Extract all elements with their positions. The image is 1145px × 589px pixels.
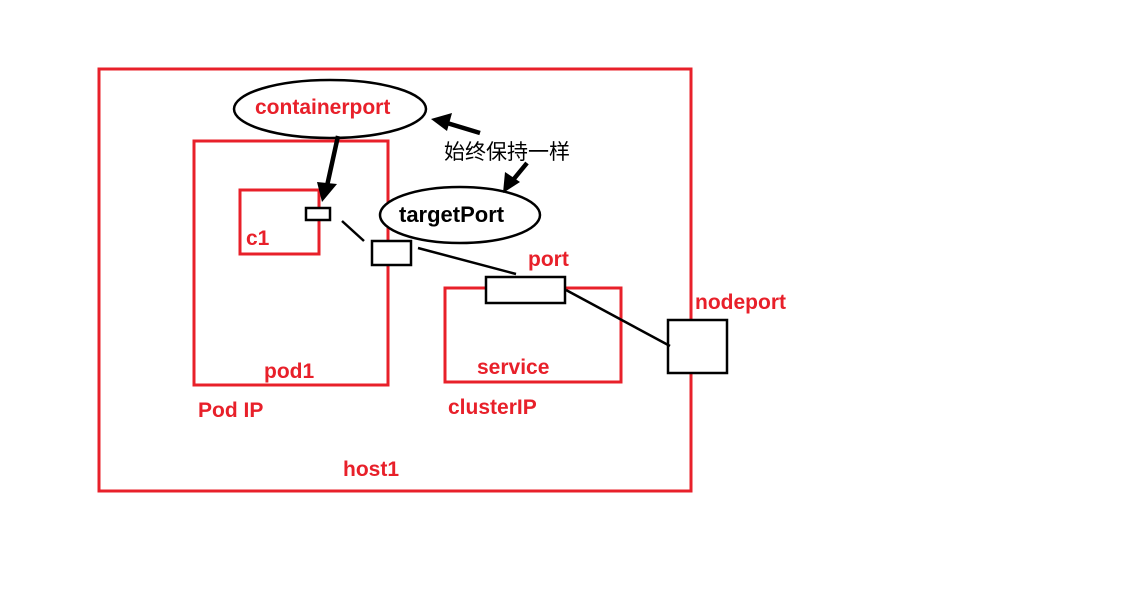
port-label: port bbox=[528, 248, 569, 271]
c1-box bbox=[238, 188, 321, 256]
arrow-to-containerport-box bbox=[324, 135, 341, 187]
containerport-label: containerport bbox=[255, 96, 391, 119]
pod1-box bbox=[192, 139, 390, 387]
arrowhead-containerport-box bbox=[317, 182, 337, 202]
arrow-to-containerport-ellipse bbox=[446, 120, 481, 136]
host1-label: host1 bbox=[343, 458, 400, 481]
arrowhead-containerport-ellipse bbox=[431, 113, 452, 131]
c1-label: c1 bbox=[246, 227, 270, 250]
cluster-ip-label: clusterIP bbox=[448, 396, 537, 419]
containerport-port-box bbox=[304, 206, 332, 222]
containerport-ellipse bbox=[232, 78, 428, 140]
targetport-port-box bbox=[370, 239, 413, 267]
service-port-box bbox=[484, 275, 567, 305]
targetport-label: targetPort bbox=[399, 202, 505, 227]
keep-same-note: 始终保持一样 bbox=[444, 141, 570, 164]
nodeport-box bbox=[666, 318, 729, 375]
arrowhead-targetport-ellipse bbox=[503, 172, 520, 193]
container-to-target-line bbox=[341, 220, 365, 242]
target-to-service-line bbox=[417, 246, 517, 276]
host1-box bbox=[97, 67, 693, 493]
nodeport-label: nodeport bbox=[695, 291, 786, 314]
targetport-ellipse bbox=[378, 185, 542, 245]
pod1-label: pod1 bbox=[264, 360, 315, 383]
service-label: service bbox=[477, 356, 550, 379]
service-to-nodeport-line bbox=[565, 288, 671, 348]
arrow-to-targetport-ellipse bbox=[511, 161, 529, 182]
pod-ip-label: Pod IP bbox=[198, 399, 264, 422]
